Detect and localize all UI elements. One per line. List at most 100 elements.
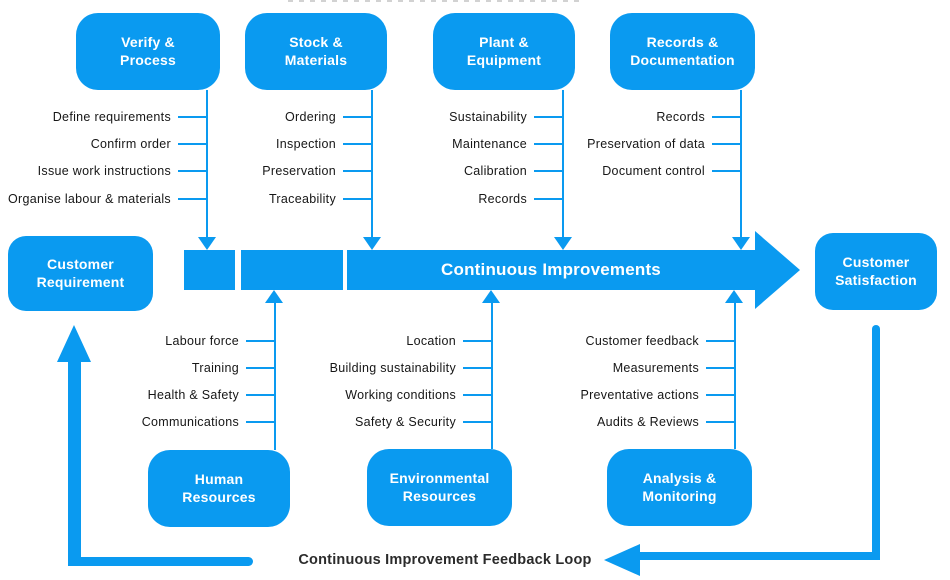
item-connector	[712, 170, 742, 173]
item-label: Document control	[602, 164, 705, 179]
records-documentation-connector-line	[740, 90, 742, 238]
item-label: Issue work instructions	[37, 164, 171, 179]
item-label: Traceability	[268, 191, 336, 206]
list-item: Define requirements	[0, 103, 208, 130]
item-label: Health & Safety	[147, 387, 239, 402]
box-stock-materials-label: Stock & Materials	[284, 34, 348, 68]
item-label: Working conditions	[345, 387, 456, 402]
main-arrow-body: Continuous Improvements	[347, 250, 755, 290]
box-records-documentation-label: Records & Documentation	[630, 34, 735, 68]
item-label: Organise labour & materials	[7, 191, 171, 206]
feedback-right-horizontal-line	[640, 552, 880, 560]
list-item: Records	[540, 103, 742, 130]
down-arrowhead	[554, 237, 572, 250]
customer-satisfaction-label: Customer Satisfaction	[835, 254, 917, 288]
item-label: Safety & Security	[355, 414, 456, 429]
list-item: Health & Safety	[40, 381, 276, 408]
item-label: Records	[478, 191, 527, 206]
box-stock-materials: Stock & Materials	[245, 13, 387, 90]
item-connector	[178, 170, 208, 173]
item-connector	[706, 393, 736, 396]
plant-equipment-connector-line	[562, 90, 564, 238]
list-item: Preservation of data	[540, 130, 742, 157]
main-arrow-head	[755, 231, 800, 309]
list-item: Measurements	[490, 354, 736, 381]
item-label: Calibration	[463, 164, 527, 179]
list-item: Confirm order	[0, 130, 208, 157]
item-label: Confirm order	[90, 137, 171, 152]
item-label: Preservation of data	[587, 137, 705, 152]
box-analysis-monitoring-label: Analysis & Monitoring	[642, 470, 717, 504]
list-item: Building sustainability	[250, 354, 493, 381]
list-item: Inspection	[160, 130, 373, 157]
node-customer-requirement: Customer Requirement	[8, 236, 153, 311]
box-verify-process: Verify & Process	[76, 13, 220, 90]
box-analysis-monitoring: Analysis & Monitoring	[607, 449, 752, 526]
item-connector	[463, 339, 493, 342]
item-connector	[534, 170, 564, 173]
item-label: Location	[406, 333, 456, 348]
feedback-left-horizontal-line	[68, 557, 253, 566]
item-connector	[178, 115, 208, 118]
top-group-plant-equipment: Sustainability Maintenance Calibration R…	[350, 103, 564, 213]
item-connector	[463, 420, 493, 423]
list-item: Document control	[540, 158, 742, 185]
feedback-right-vertical-line	[872, 325, 880, 560]
item-connector	[706, 366, 736, 369]
bottom-group-analysis-monitoring: Customer feedback Measurements Preventat…	[490, 327, 736, 435]
customer-requirement-label: Customer Requirement	[36, 256, 125, 290]
list-item: Traceability	[160, 185, 373, 212]
item-label: Maintenance	[452, 137, 527, 152]
box-human-resources-label: Human Resources	[182, 471, 256, 505]
feedback-loop-label: Continuous Improvement Feedback Loop	[298, 552, 592, 568]
box-plant-equipment-label: Plant & Equipment	[466, 34, 542, 68]
list-item: Working conditions	[250, 381, 493, 408]
box-environmental-resources: Environmental Resources	[367, 449, 512, 526]
item-label: Records	[656, 109, 705, 124]
up-arrowhead	[725, 290, 743, 303]
box-verify-process-label: Verify & Process	[120, 34, 176, 68]
item-label: Communications	[141, 414, 239, 429]
list-item: Organise labour & materials	[0, 185, 208, 212]
list-item: Preservation	[160, 158, 373, 185]
item-connector	[534, 197, 564, 200]
item-connector	[706, 420, 736, 423]
item-label: Preventative actions	[580, 387, 699, 402]
item-connector	[712, 115, 742, 118]
item-label: Customer feedback	[585, 333, 699, 348]
node-customer-satisfaction: Customer Satisfaction	[815, 233, 937, 310]
list-item: Maintenance	[350, 130, 564, 157]
list-item: Preventative actions	[490, 381, 736, 408]
list-item: Safety & Security	[250, 408, 493, 435]
list-item: Location	[250, 327, 493, 354]
bottom-group-human-resources: Labour force Training Health & Safety Co…	[40, 327, 276, 435]
item-label: Ordering	[284, 109, 336, 124]
item-connector	[178, 143, 208, 146]
feedback-left-vertical-line	[68, 360, 81, 565]
list-item: Ordering	[160, 103, 373, 130]
item-connector	[463, 366, 493, 369]
item-label: Measurements	[612, 360, 699, 375]
list-item: Training	[40, 354, 276, 381]
item-label: Labour force	[165, 333, 239, 348]
cropped-title-sliver	[288, 0, 583, 2]
top-group-records-documentation: Records Preservation of data Document co…	[540, 103, 742, 185]
list-item: Communications	[40, 408, 276, 435]
analysis-monitoring-connector-line	[734, 302, 736, 449]
verify-process-connector-line	[206, 90, 208, 238]
main-arrow-segment-1	[184, 250, 235, 290]
item-connector	[463, 393, 493, 396]
human-resources-connector-line	[274, 302, 276, 450]
feedback-up-arrowhead	[57, 325, 91, 362]
item-connector	[534, 143, 564, 146]
item-connector	[178, 197, 208, 200]
item-connector	[246, 420, 276, 423]
list-item: Labour force	[40, 327, 276, 354]
up-arrowhead	[265, 290, 283, 303]
list-item: Sustainability	[350, 103, 564, 130]
up-arrowhead	[482, 290, 500, 303]
list-item: Calibration	[350, 158, 564, 185]
top-group-verify-process: Define requirements Confirm order Issue …	[0, 103, 208, 213]
list-item: Audits & Reviews	[490, 408, 736, 435]
